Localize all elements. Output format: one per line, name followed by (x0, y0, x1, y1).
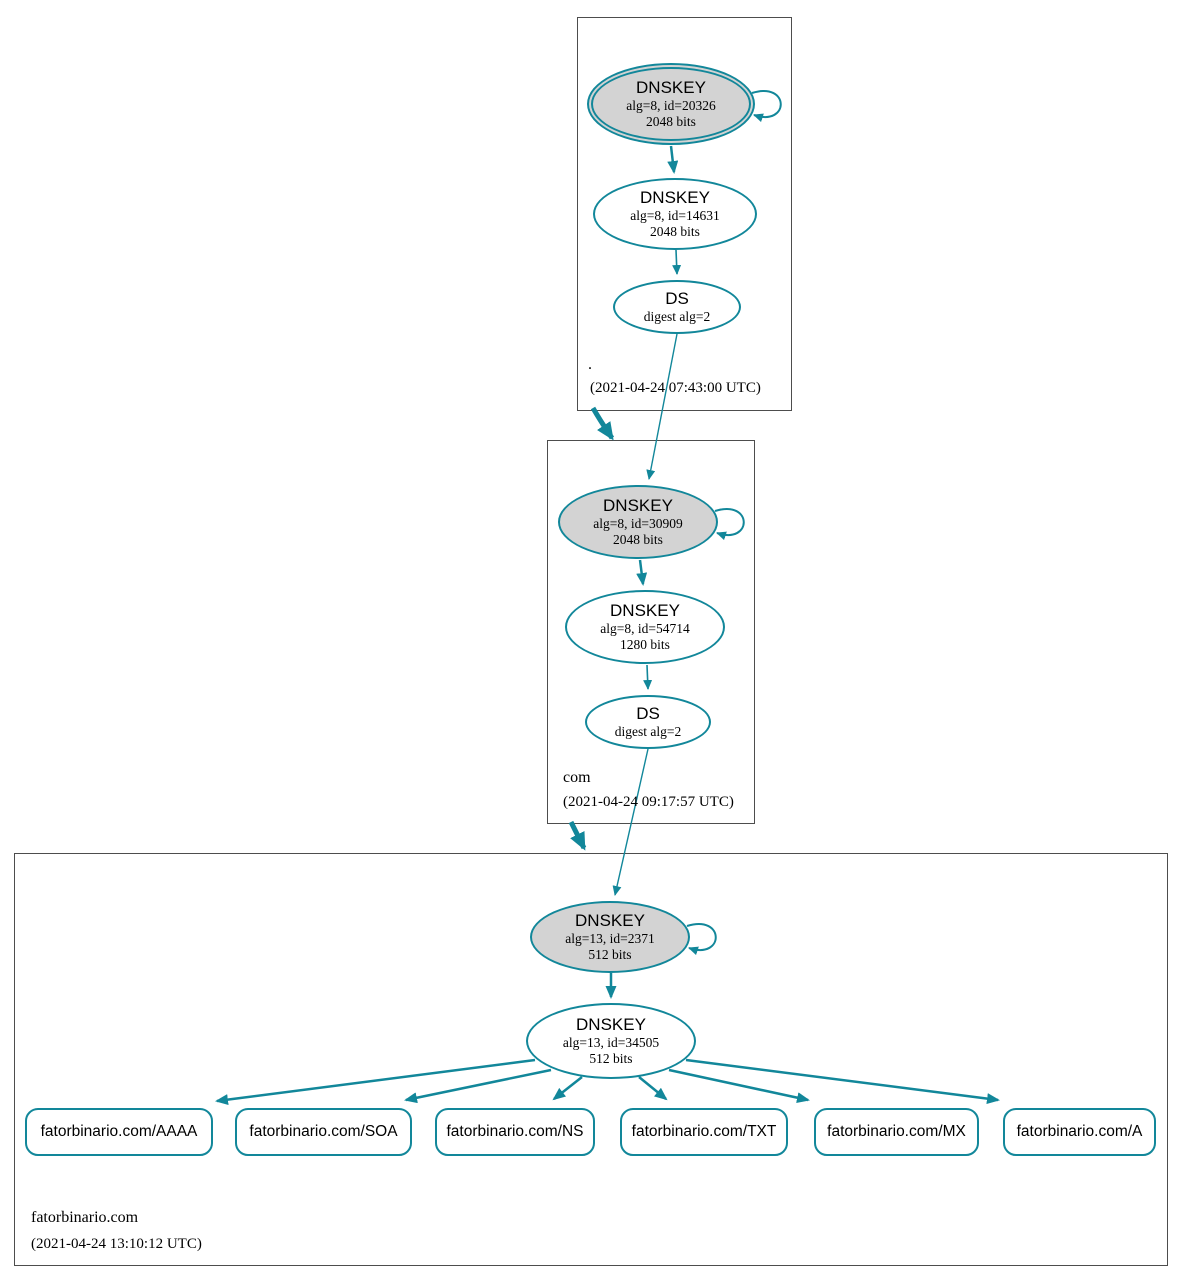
dnskey-node-com-zsk-54714: DNSKEY alg=8, id=54714 1280 bits (565, 590, 725, 664)
dnskey-node-com-ksk-30909: DNSKEY alg=8, id=30909 2048 bits (558, 485, 718, 559)
ds-node-com: DS digest alg=2 (585, 695, 711, 749)
dnskey-node-fb-ksk-2371: DNSKEY alg=13, id=2371 512 bits (530, 901, 690, 973)
dnskey-node-root-zsk-14631: DNSKEY alg=8, id=14631 2048 bits (593, 178, 757, 250)
node-detail: digest alg=2 (614, 724, 682, 740)
node-title: DNSKEY (576, 1015, 646, 1035)
edge-com-zsk-to-ds (643, 664, 653, 690)
edge-com-ksk-to-zsk (636, 559, 648, 586)
dnskey-node-root-ksk-20326: DNSKEY alg=8, id=20326 2048 bits (587, 63, 755, 145)
edge-root-ksk-to-zsk (667, 145, 679, 174)
node-title: DNSKEY (575, 911, 645, 931)
node-title: DS (636, 704, 660, 724)
node-detail: alg=8, id=14631 (630, 208, 720, 224)
zone-timestamp-com: (2021-04-24 09:17:57 UTC) (563, 794, 734, 810)
node-title: DNSKEY (610, 601, 680, 621)
node-title: DS (665, 289, 689, 309)
edge-root-ksk-selfloop (751, 90, 782, 123)
zone-box-fatorbinario-com (14, 853, 1168, 1266)
node-title: DNSKEY (640, 188, 710, 208)
edge-root-ds-to-com-ksk (646, 333, 678, 480)
zone-label-fatorbinario-com: fatorbinario.com (31, 1209, 139, 1226)
zone-box-root (577, 17, 792, 411)
node-detail: 1280 bits (620, 637, 670, 653)
node-detail: digest alg=2 (643, 309, 711, 325)
edge-fb-zsk-to-txt (638, 1076, 668, 1101)
node-detail: 2048 bits (650, 224, 700, 240)
zone-label-com: com (563, 769, 591, 786)
node-detail: alg=8, id=54714 (600, 621, 690, 637)
node-title: DNSKEY (603, 496, 673, 516)
edge-fb-ksk-selfloop (686, 923, 717, 956)
edge-com-ksk-selfloop (714, 508, 745, 541)
node-detail: alg=13, id=34505 (562, 1035, 660, 1051)
edge-fb-zsk-to-aaaa (215, 1058, 536, 1106)
zone-label-root: . (588, 356, 592, 373)
edge-delegation-root-to-com (590, 406, 615, 441)
rrset-node-a: fatorbinario.com/A (1003, 1108, 1156, 1156)
dnskey-node-fb-zsk-34505: DNSKEY alg=13, id=34505 512 bits (526, 1003, 696, 1079)
edge-fb-zsk-to-soa (404, 1068, 552, 1104)
edge-fb-zsk-to-mx (668, 1068, 810, 1104)
rrset-node-soa: fatorbinario.com/SOA (235, 1108, 412, 1156)
rrset-node-txt: fatorbinario.com/TXT (620, 1108, 788, 1156)
zone-timestamp-root: (2021-04-24 07:43:00 UTC) (590, 380, 761, 396)
node-detail: 512 bits (589, 1051, 633, 1067)
edge-com-ds-to-fb-ksk (612, 748, 649, 896)
edge-root-zsk-to-ds (672, 249, 682, 275)
edge-fb-zsk-to-ns (552, 1076, 583, 1101)
rrset-node-aaaa: fatorbinario.com/AAAA (25, 1108, 213, 1156)
node-detail: alg=8, id=30909 (593, 516, 683, 532)
rrset-node-ns: fatorbinario.com/NS (435, 1108, 595, 1156)
node-detail: 512 bits (588, 947, 632, 963)
node-detail: alg=8, id=20326 (626, 98, 716, 114)
edge-delegation-com-to-fb (568, 820, 587, 851)
zone-timestamp-fatorbinario-com: (2021-04-24 13:10:12 UTC) (31, 1236, 202, 1252)
zone-box-com (547, 440, 755, 824)
node-detail: alg=13, id=2371 (565, 931, 655, 947)
ds-node-root: DS digest alg=2 (613, 280, 741, 334)
node-title: DNSKEY (636, 78, 706, 98)
node-detail: 2048 bits (613, 532, 663, 548)
node-detail: 2048 bits (646, 114, 696, 130)
rrset-node-mx: fatorbinario.com/MX (814, 1108, 979, 1156)
edge-fb-zsk-to-a (685, 1058, 1000, 1105)
